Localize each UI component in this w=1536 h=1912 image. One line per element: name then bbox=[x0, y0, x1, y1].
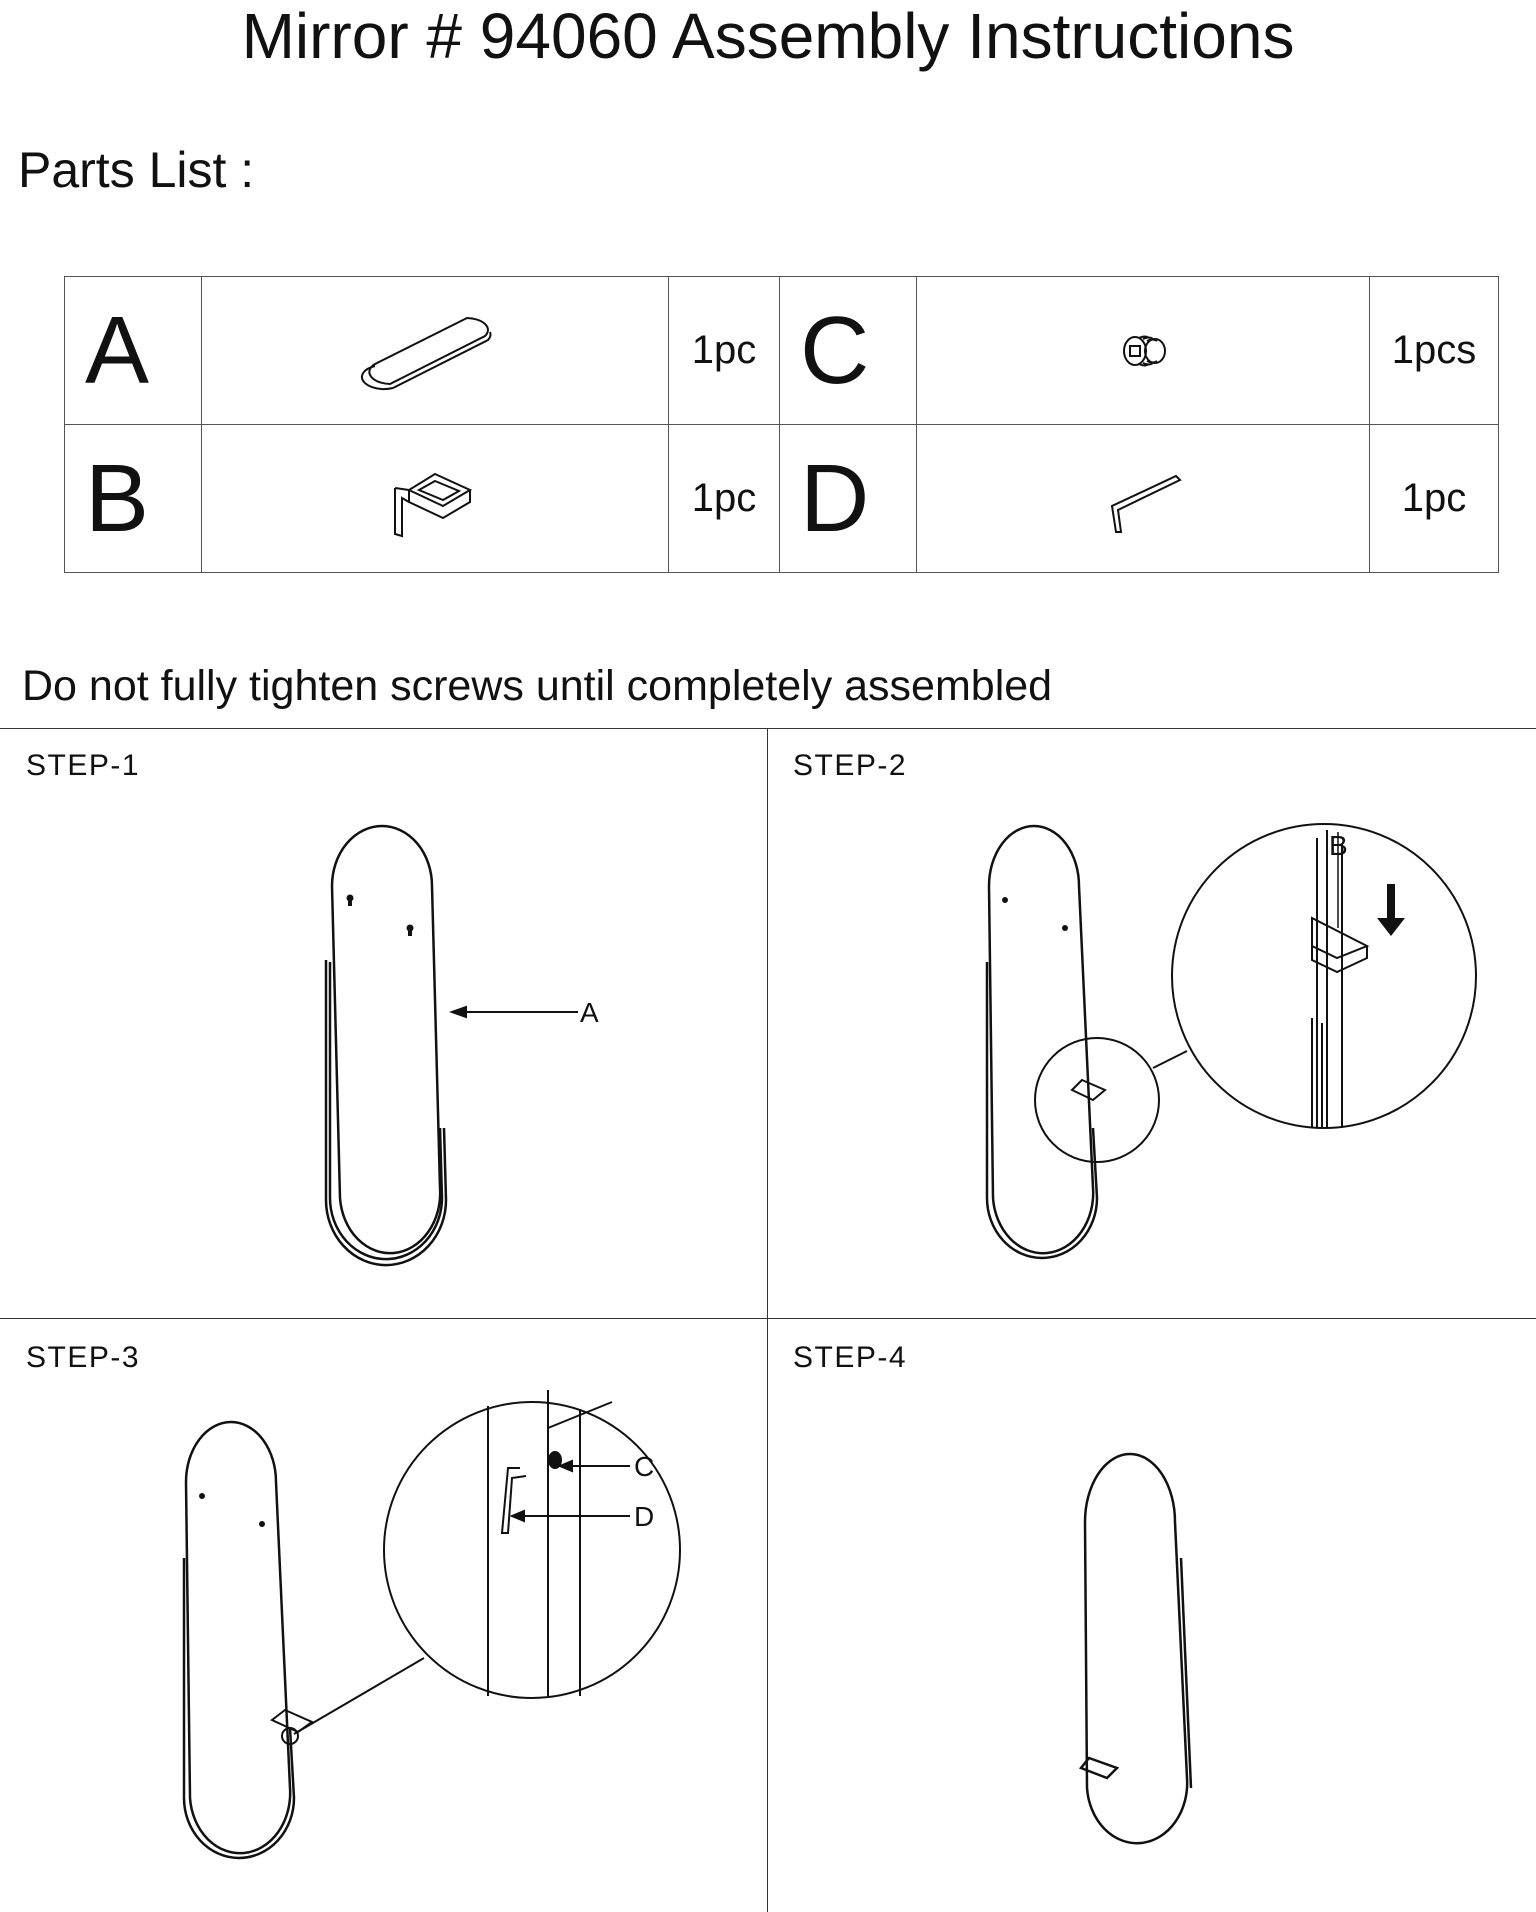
step-label: STEP-4 bbox=[793, 1341, 908, 1374]
part-letter: B bbox=[64, 424, 202, 573]
parts-row: A 1pc C 1pcs bbox=[64, 276, 1499, 425]
steps-grid: STEP-1 STEP-2 STEP-3 STEP-4 A bbox=[0, 728, 1536, 1912]
step-label: STEP-2 bbox=[793, 749, 908, 782]
step-1-illustration: A bbox=[324, 824, 599, 1267]
part-letter: C bbox=[779, 276, 917, 425]
divider bbox=[767, 728, 768, 1912]
part-qty: 1pc bbox=[668, 424, 780, 573]
parts-table: A 1pc C 1pcs bbox=[64, 276, 1499, 573]
callout-label: C bbox=[634, 1451, 654, 1482]
allen-key-icon bbox=[1110, 474, 1182, 533]
part-image bbox=[201, 424, 669, 573]
part-letter: A bbox=[64, 276, 202, 425]
parts-list-heading: Parts List : bbox=[18, 142, 255, 198]
set-screw-icon bbox=[1123, 335, 1166, 366]
part-letter: D bbox=[779, 424, 917, 573]
part-image bbox=[916, 276, 1370, 425]
part-qty: 1pcs bbox=[1369, 276, 1499, 425]
part-qty: 1pc bbox=[668, 276, 780, 425]
callout-label: A bbox=[580, 997, 599, 1028]
assembly-warning: Do not fully tighten screws until comple… bbox=[22, 662, 1053, 710]
divider bbox=[0, 1318, 1536, 1319]
bracket-icon bbox=[394, 472, 473, 537]
parts-row: B 1pc D 1pc bbox=[64, 424, 1499, 573]
part-image bbox=[916, 424, 1370, 573]
step-label: STEP-1 bbox=[26, 749, 141, 782]
callout-label: D bbox=[634, 1501, 654, 1532]
step-label: STEP-3 bbox=[26, 1341, 141, 1374]
part-qty: 1pc bbox=[1369, 424, 1499, 573]
step-2-illustration: B bbox=[985, 823, 1477, 1260]
page-title: Mirror # 94060 Assembly Instructions bbox=[241, 0, 1295, 72]
part-image bbox=[201, 276, 669, 425]
mirror-panel-icon bbox=[360, 316, 492, 390]
step-3-illustration: C D bbox=[182, 1390, 681, 1860]
divider bbox=[0, 728, 1536, 729]
step-4-illustration bbox=[1078, 1452, 1193, 1845]
callout-label: B bbox=[1329, 830, 1348, 861]
